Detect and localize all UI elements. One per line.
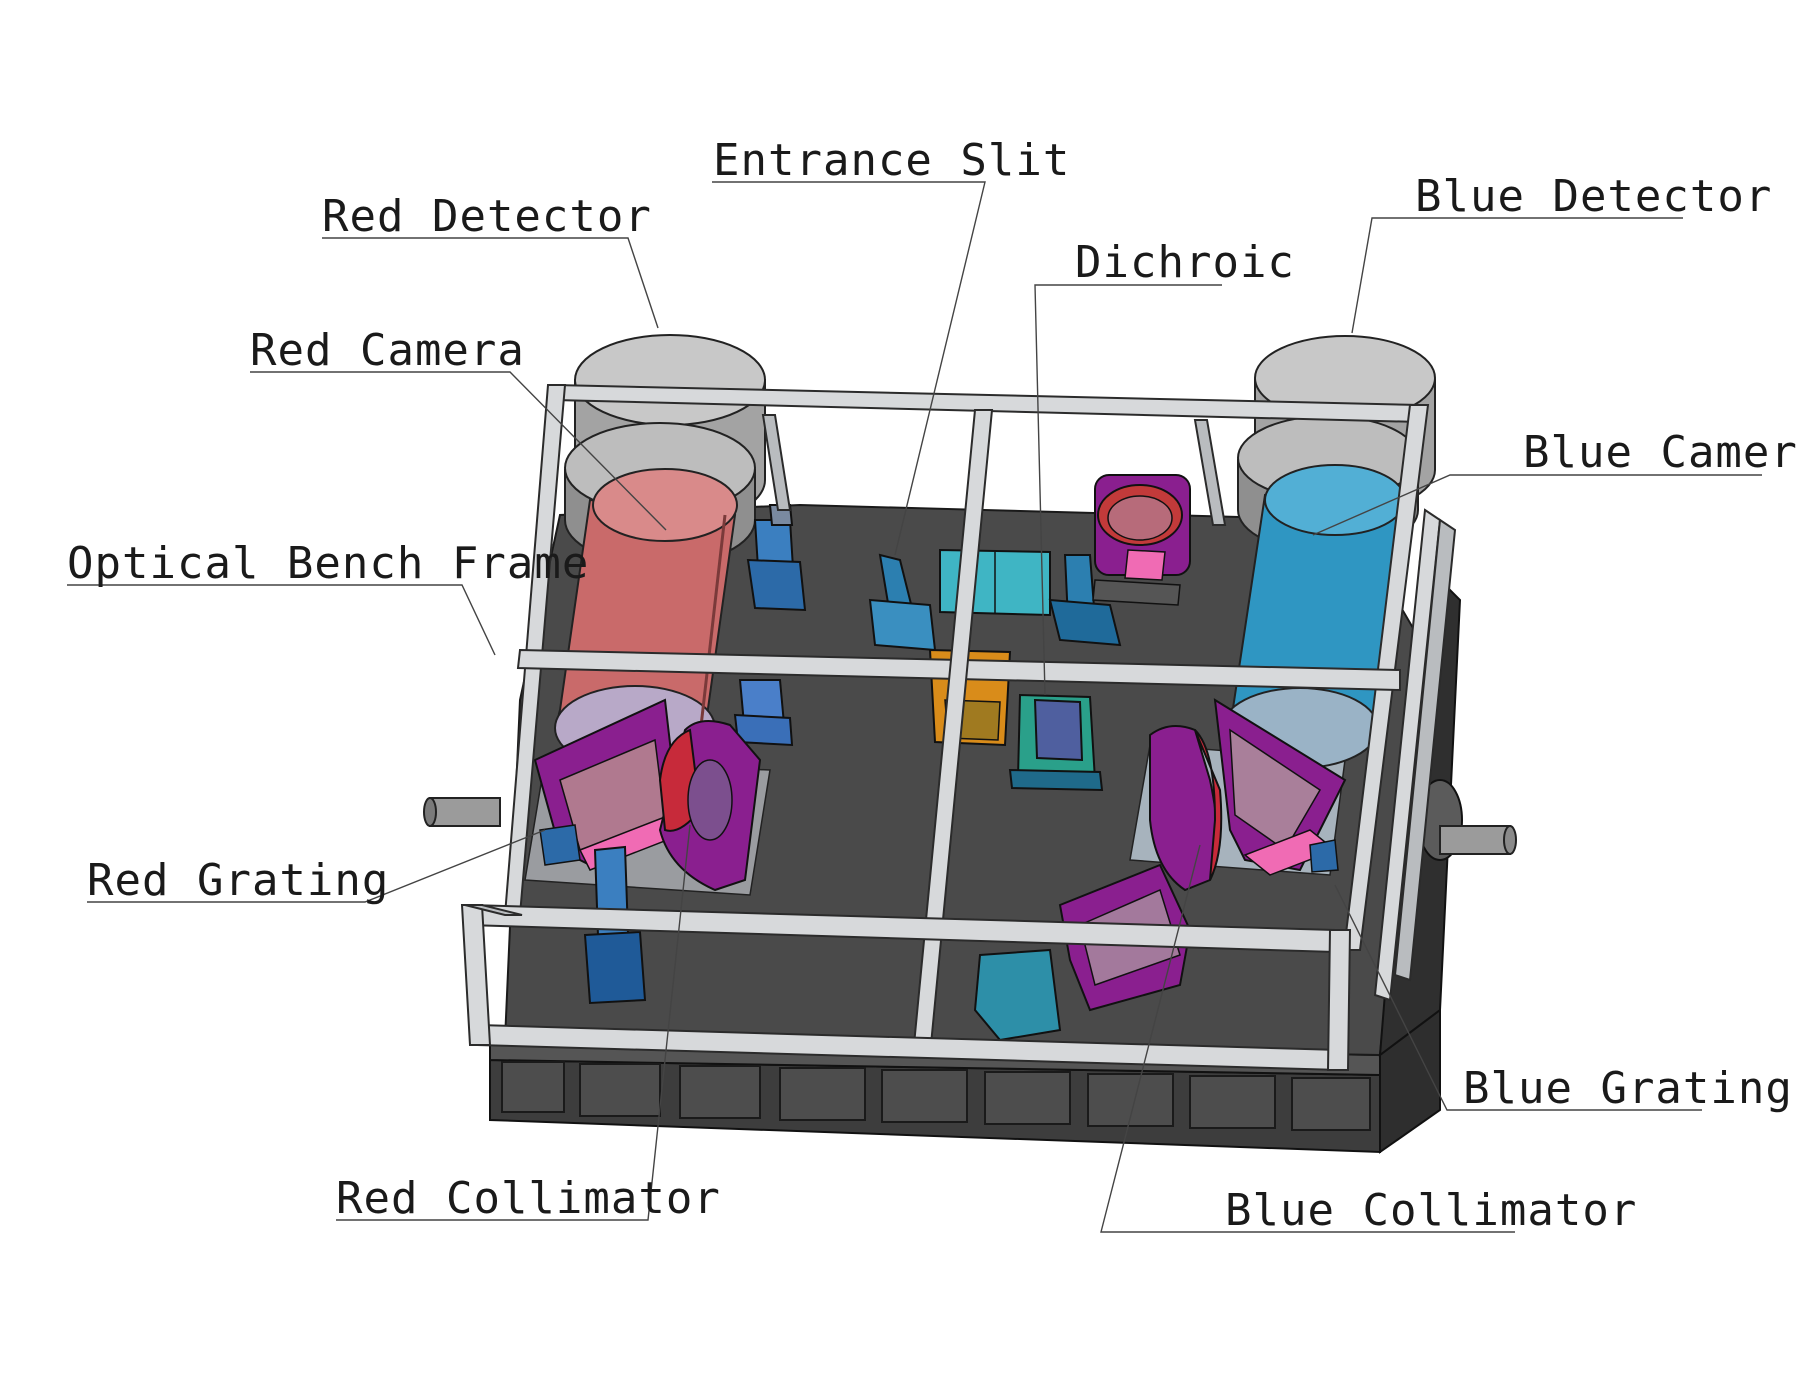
left-axle (423, 797, 501, 827)
blue-collimator (1149, 725, 1223, 892)
label-dichroic: Dichroic (1075, 237, 1295, 288)
left-mid-mount (733, 679, 794, 747)
left-upper-mount (746, 504, 807, 612)
dichroic-mount (1008, 693, 1104, 792)
bench-base (489, 1008, 1441, 1154)
dichroic-optic (1094, 474, 1191, 581)
blue-camera (1221, 464, 1407, 769)
leader-lines (67, 181, 1762, 1233)
red-collimator (658, 720, 762, 892)
labels: Entrance Slit Red Detector Blue Detector… (67, 135, 1797, 1236)
label-red-collimator: Red Collimator (336, 1173, 721, 1224)
label-blue-detector: Blue Detector (1415, 171, 1772, 222)
label-red-grating: Red Grating (87, 855, 389, 906)
label-red-camera: Red Camera (250, 325, 525, 376)
label-red-detector: Red Detector (322, 191, 652, 242)
front-teal-mount (973, 948, 1062, 1042)
optical-bench-frame (460, 383, 1457, 1072)
label-blue-grating: Blue Grating (1463, 1063, 1793, 1114)
label-blue-camera: Blue Camera (1523, 427, 1797, 478)
label-blue-collimator: Blue Collimator (1225, 1185, 1637, 1236)
right-upper-mount (1048, 554, 1181, 647)
label-entrance-slit: Entrance Slit (713, 135, 1070, 186)
label-optical-bench-frame: Optical Bench Frame (67, 538, 589, 589)
right-axle (1417, 779, 1517, 861)
blue-grating (1213, 698, 1347, 876)
